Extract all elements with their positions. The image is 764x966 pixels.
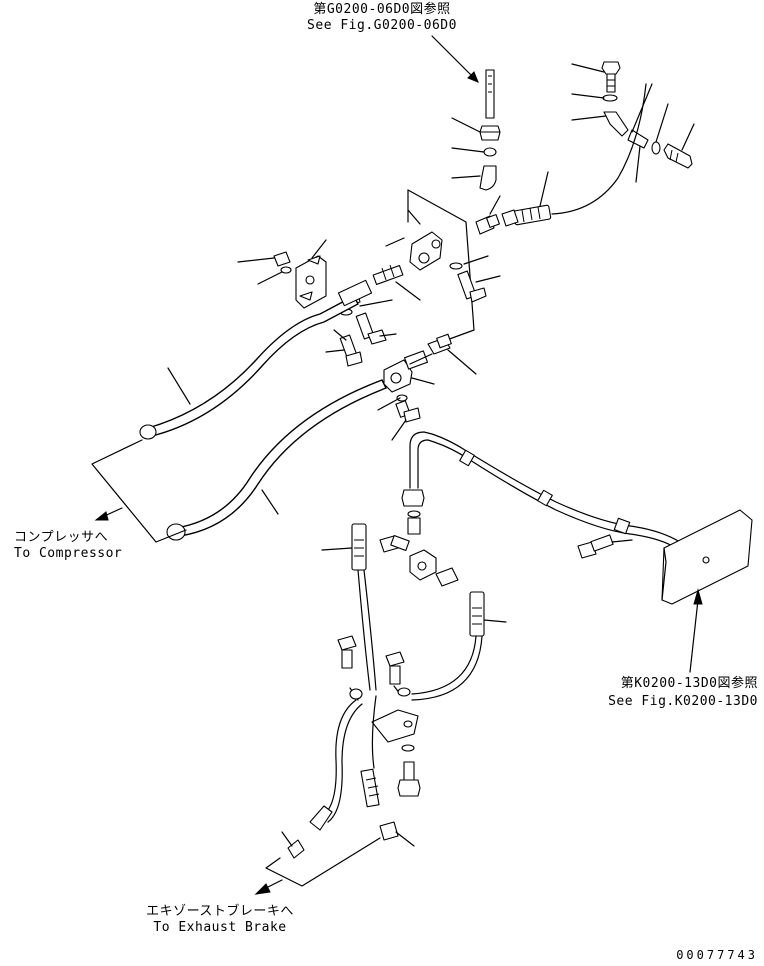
compressor-label-en: To Compressor xyxy=(14,546,123,561)
exhaust-brake-label-en: To Exhaust Brake xyxy=(153,920,287,935)
lower-bolt-left xyxy=(337,635,357,669)
exhaust-brake-label-jp: エキゾーストブレーキへ xyxy=(146,904,294,919)
right-reference-arrow xyxy=(689,588,703,673)
leader-lines-lower-tee xyxy=(377,349,477,441)
lower-junction-block xyxy=(379,535,459,587)
leader-lines-exhaust xyxy=(281,831,415,847)
lower-left-hose xyxy=(351,523,377,691)
top-right-hose xyxy=(551,83,647,215)
upper-connector xyxy=(475,214,500,235)
lower-bracket-bolt xyxy=(397,761,421,797)
left-clip-pieces xyxy=(299,255,321,301)
right-reference-jp: 第K0200-13D0図参照 xyxy=(620,676,758,691)
compressor-bracket xyxy=(91,439,187,543)
right-reference-en: See Fig.K0200-13D0 xyxy=(608,694,758,709)
leader-lines-center-bolts xyxy=(325,299,397,353)
lower-bracket xyxy=(371,709,419,743)
leader-lines-top xyxy=(451,117,485,179)
drawing-number: 00077743 xyxy=(676,948,758,962)
upper-hose-fitting xyxy=(501,204,552,227)
right-bracket-bolt xyxy=(577,534,633,559)
top-reference-jp: 第G0200-06D0図参照 xyxy=(313,2,451,17)
compressor-label-jp: コンプレッサへ xyxy=(14,530,109,545)
exhaust-fitting xyxy=(287,805,333,859)
leader-lines-left-cluster xyxy=(237,209,421,285)
lower-bolt-right xyxy=(385,651,405,685)
leader-lines-top-right xyxy=(571,63,695,183)
exhaust-arrow xyxy=(254,879,283,895)
upper-elbow xyxy=(479,165,497,191)
central-block xyxy=(409,231,443,271)
upper-sleeve xyxy=(483,147,497,157)
upper-hose xyxy=(146,295,359,437)
left-small-bolt xyxy=(273,251,292,274)
lower-right-hose xyxy=(411,591,485,701)
top-right-clip xyxy=(603,111,629,137)
lower-tee-bolt xyxy=(395,394,421,423)
lower-tee-fitting xyxy=(383,333,452,393)
upper-tube xyxy=(485,69,495,119)
top-reference-arrow xyxy=(431,35,479,83)
exhaust-hose xyxy=(321,695,380,823)
pipe-nut xyxy=(401,489,425,535)
compressor-arrow xyxy=(94,507,123,521)
right-steel-pipe xyxy=(409,431,681,543)
top-right-bolt xyxy=(601,61,621,93)
block-bolt-right xyxy=(449,262,487,303)
top-reference-en: See Fig.G0200-06D0 xyxy=(307,18,457,33)
top-right-clamp xyxy=(627,129,649,149)
central-bracket-frame xyxy=(407,189,475,345)
exhaust-end-fitting xyxy=(379,821,399,841)
center-connector xyxy=(372,264,404,286)
upper-nut xyxy=(479,125,501,141)
top-right-washer-2 xyxy=(651,141,661,155)
top-right-bolt-2 xyxy=(663,143,693,169)
exhaust-bracket xyxy=(265,837,381,887)
top-right-washer xyxy=(602,94,618,102)
pipe-clips xyxy=(459,449,631,535)
leader-lines-block-right xyxy=(463,255,501,283)
